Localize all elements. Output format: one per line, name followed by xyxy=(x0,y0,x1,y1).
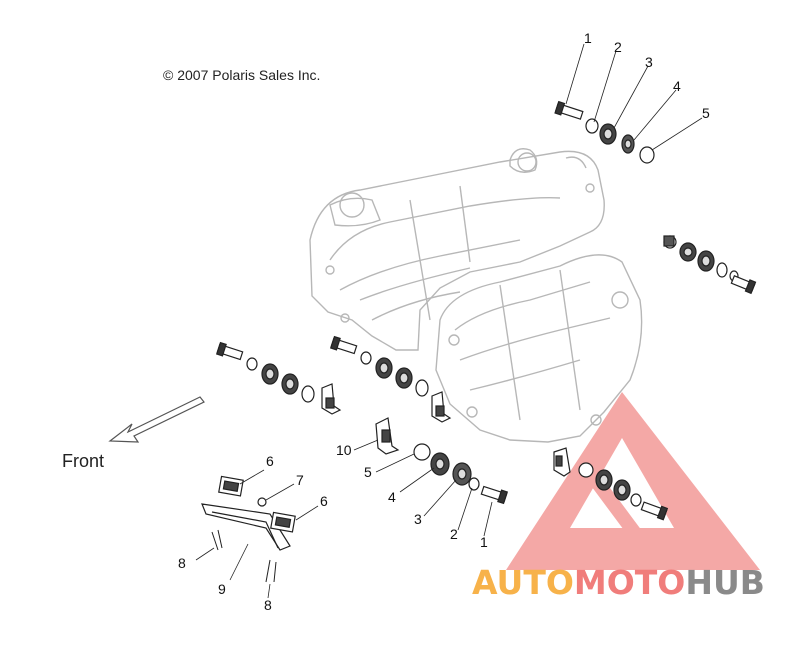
callout-top-3: 3 xyxy=(645,54,653,70)
center-mount-stack xyxy=(353,417,509,537)
top-hardware-stack xyxy=(554,43,703,164)
callout-bracket-7: 7 xyxy=(296,472,304,488)
callout-top-1: 1 xyxy=(584,30,592,46)
callout-bracket-8a: 8 xyxy=(178,555,186,571)
front-arrow xyxy=(108,396,205,443)
right-mount-stack xyxy=(663,235,757,295)
bracket-assembly xyxy=(195,469,319,599)
callout-bracket-6b: 6 xyxy=(320,493,328,509)
callout-center-4: 4 xyxy=(388,489,396,505)
right-bottom-stack xyxy=(553,447,669,521)
front-direction-label: Front xyxy=(62,451,105,471)
callout-center-5: 5 xyxy=(364,464,372,480)
callout-top-5: 5 xyxy=(702,105,710,121)
watermark-text: AUTOMOTOHUB xyxy=(472,563,765,602)
copyright-notice: © 2007 Polaris Sales Inc. xyxy=(163,67,321,83)
callout-bracket-8b: 8 xyxy=(264,597,272,613)
callout-center-3: 3 xyxy=(414,511,422,527)
callout-top-4: 4 xyxy=(673,78,681,94)
callout-bracket-6a: 6 xyxy=(266,453,274,469)
callout-center-1: 1 xyxy=(480,534,488,550)
left-mount-stack xyxy=(215,341,342,415)
middle-mount-stack xyxy=(329,335,452,423)
watermark-logo xyxy=(506,392,760,570)
callouts-top: 1 2 3 4 5 xyxy=(584,30,710,121)
callouts-center: 10 5 4 3 2 1 xyxy=(336,442,488,550)
engine-case xyxy=(309,148,643,443)
callout-center-10: 10 xyxy=(336,442,352,458)
watermark-auto: AUTO xyxy=(472,563,574,602)
callout-bracket-9: 9 xyxy=(218,581,226,597)
callouts-bracket: 6 7 6 8 9 8 xyxy=(178,453,328,613)
callout-center-2: 2 xyxy=(450,526,458,542)
watermark-moto: MOTO xyxy=(574,563,685,602)
callout-top-2: 2 xyxy=(614,39,622,55)
watermark-hub: HUB xyxy=(685,563,765,602)
svg-text:AUTOMOTOHUB: AUTOMOTOHUB xyxy=(472,563,765,602)
